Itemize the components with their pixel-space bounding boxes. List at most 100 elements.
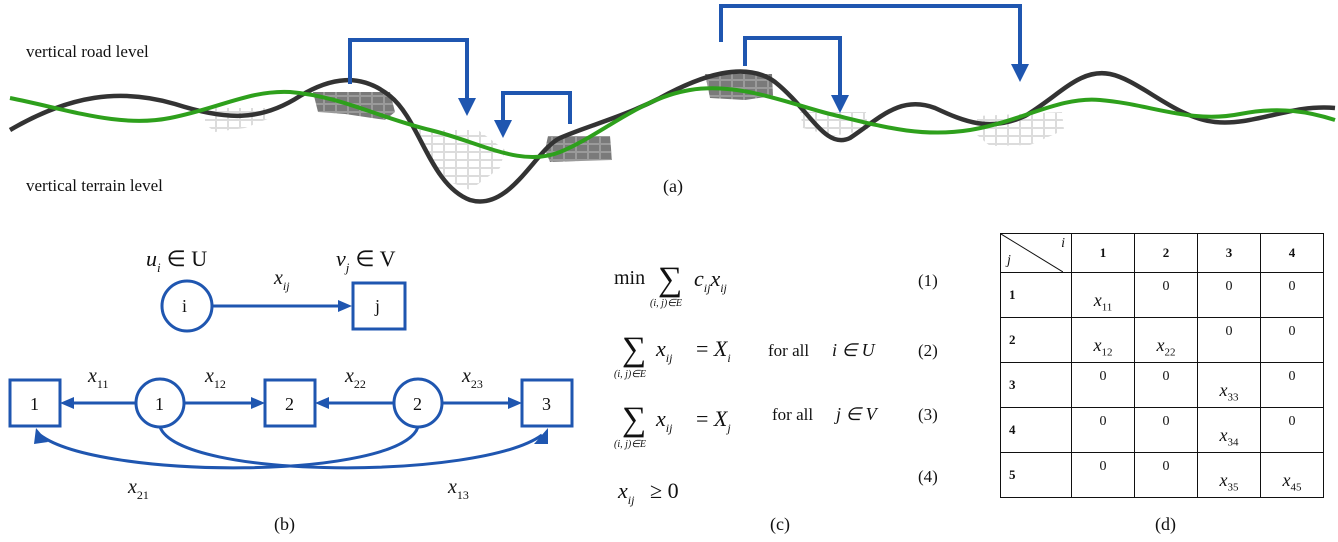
edge-label-x12: x12 [204, 365, 226, 391]
eq1-min: min [614, 267, 645, 289]
eq3-variable: j ∈ V [834, 404, 879, 424]
eq1-number: (1) [918, 271, 938, 290]
eq2-sum-symbol: ∑ [622, 331, 646, 368]
matrix-cell: 0 [1134, 407, 1198, 453]
matrix-cell: 0 [1260, 272, 1324, 318]
eq3-index: (i, j)∈E [614, 439, 646, 450]
col-header: 2 [1134, 233, 1198, 273]
haul-arrow-3 [719, 4, 1022, 70]
eq3-sum-symbol: ∑ [622, 401, 646, 438]
optimization-model-equations: min ∑ (i, j)∈E cijxij (1) ∑ (i, j)∈E xij… [614, 261, 938, 507]
haul-arrow-2 [501, 91, 572, 125]
matrix-cell: 0 [1134, 272, 1198, 318]
eq3-number: (3) [918, 405, 938, 424]
matrix-cell: x45 [1260, 452, 1324, 498]
caption-a: (a) [663, 176, 683, 196]
matrix-variable: x33 [1219, 380, 1239, 404]
caption-c: (c) [770, 514, 790, 534]
target-set-label: vj∈ V [336, 246, 396, 275]
eq2-variable: i ∈ U [832, 340, 876, 360]
edge-x13 [158, 426, 543, 470]
eq1-index: (i, j)∈E [650, 298, 682, 309]
matrix-variable: x12 [1093, 335, 1113, 359]
earthwork-profile-diagram [8, 4, 1336, 204]
matrix-corner-cell: i j [1000, 233, 1072, 273]
matrix-cell: x12 [1071, 317, 1135, 363]
matrix-cell: 0 [1134, 452, 1198, 498]
matrix-cell: 0 [1260, 407, 1324, 453]
edge-x21 [39, 426, 420, 470]
matrix-cell: 0 [1260, 317, 1324, 363]
row-header: 1 [1000, 272, 1072, 318]
matrix-cell: 0 [1197, 317, 1261, 363]
matrix-variable: x35 [1219, 470, 1239, 494]
matrix-cell: x33 [1197, 362, 1261, 408]
col-header: 1 [1071, 233, 1135, 273]
haul-arrow-1 [348, 38, 469, 104]
row-header: 4 [1000, 407, 1072, 453]
eq4-number: (4) [918, 467, 938, 486]
node-j-label: j [374, 296, 380, 316]
eq4-lhs: xij [617, 478, 635, 507]
road-profile-line [9, 86, 1336, 159]
col-header: 3 [1197, 233, 1261, 273]
node-square-j [351, 281, 407, 331]
fill-region-4 [977, 112, 1064, 146]
terrain-profile-line [8, 69, 1336, 204]
caption-d: (d) [1155, 514, 1176, 534]
edge-label-x22: x22 [344, 365, 366, 391]
eq2-index: (i, j)∈E [614, 369, 646, 380]
eq3-rhs: = Xj [696, 406, 731, 435]
corner-j-label: j [1007, 253, 1011, 268]
eq3-condition: for all [772, 405, 813, 424]
eq2-condition: for all [768, 341, 809, 360]
matrix-variable: x45 [1282, 470, 1302, 494]
matrix-cell: x11 [1071, 272, 1135, 318]
matrix-header-row: i j 1 2 3 4 [1000, 233, 1324, 273]
corner-i-label: i [1061, 236, 1065, 251]
edge-label-xij: xij [273, 267, 290, 293]
matrix-cell: 0 [1197, 272, 1261, 318]
eq3-lhs: xij [655, 406, 673, 435]
matrix-cell: 0 [1071, 452, 1135, 498]
matrix-cell: 0 [1071, 407, 1135, 453]
eq1-sum-symbol: ∑ [658, 261, 682, 298]
road-level-label: vertical road level [26, 42, 149, 61]
caption-b: (b) [274, 514, 295, 534]
circle-1-label: 1 [155, 394, 164, 414]
source-set-label: ui∈ U [146, 246, 207, 275]
matrix-cell: x22 [1134, 317, 1198, 363]
circle-2-label: 2 [413, 394, 422, 414]
matrix-cell: x34 [1197, 407, 1261, 453]
row-header: 2 [1000, 317, 1072, 363]
node-i-label: i [182, 296, 187, 316]
edge-label-x13: x13 [447, 476, 469, 502]
row-header: 5 [1000, 452, 1072, 498]
square-3-label: 3 [542, 394, 551, 414]
matrix-cell: 0 [1134, 362, 1198, 408]
edge-label-x11: x11 [87, 365, 108, 391]
row-header: 3 [1000, 362, 1072, 408]
cut-region-2 [545, 136, 612, 162]
matrix-cell: 0 [1071, 362, 1135, 408]
eq4-rhs: ≥ 0 [650, 478, 679, 503]
matrix-variable: x34 [1219, 425, 1239, 449]
eq2-rhs: = Xi [696, 336, 731, 365]
square-2-label: 2 [285, 394, 294, 414]
matrix-cell: 0 [1260, 362, 1324, 408]
matrix-variable: x22 [1156, 335, 1176, 359]
square-1-label: 1 [30, 394, 39, 414]
haul-arrow-4 [743, 36, 842, 100]
matrix-cell: x35 [1197, 452, 1261, 498]
matrix-variable: x11 [1093, 290, 1113, 314]
eq2-lhs: xij [655, 336, 673, 365]
terrain-level-label: vertical terrain level [26, 176, 163, 195]
bipartite-network-diagram: ui∈ U vj∈ V xij i j 1 1 2 2 3 [8, 246, 574, 502]
edge-label-x21: x21 [127, 476, 149, 502]
